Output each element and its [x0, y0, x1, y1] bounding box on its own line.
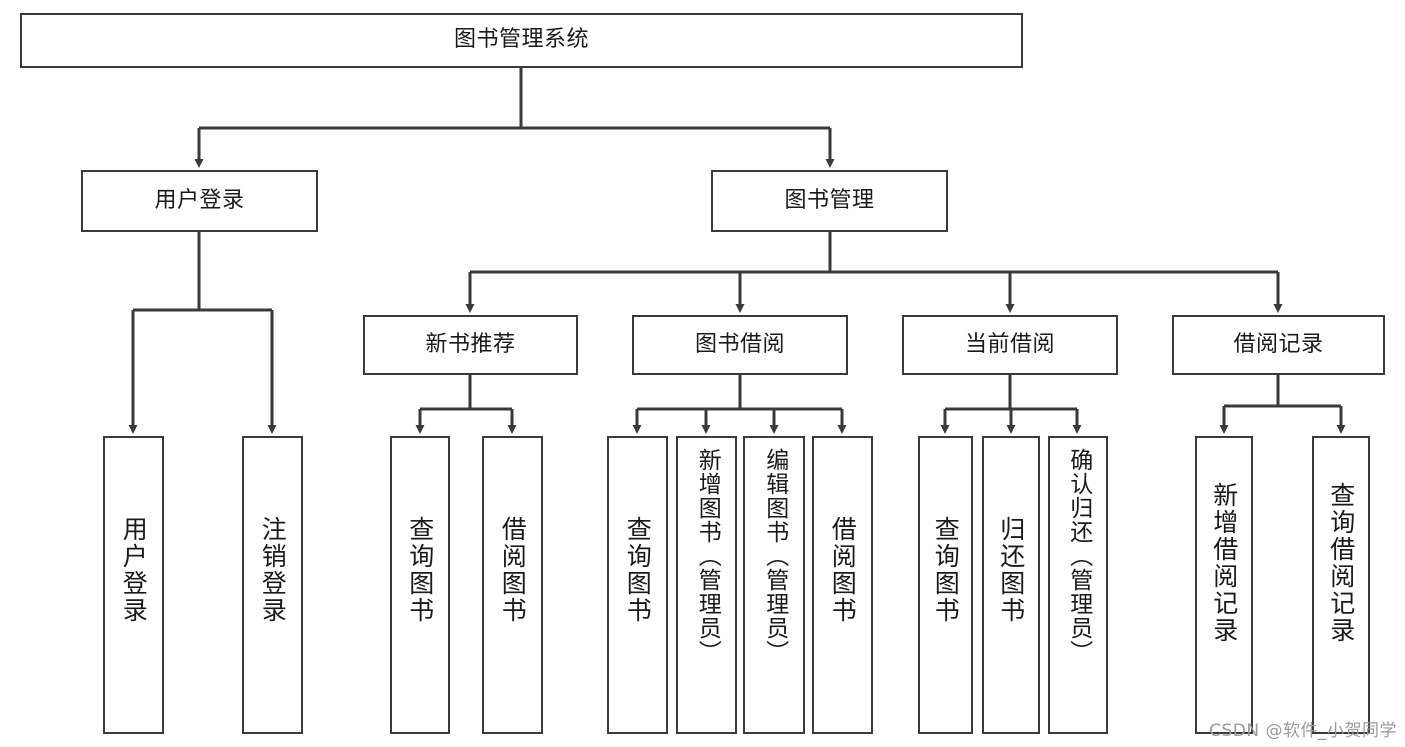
node-new-book-recommend[interactable]: 新书推荐 — [363, 315, 578, 375]
node-label: 注销登录 — [258, 516, 288, 624]
node-label: 图书借阅 — [694, 331, 785, 357]
leaf-add-borrow-record[interactable]: 新增借阅记录 — [1195, 436, 1253, 734]
node-label: 新增图书（管理员） — [694, 448, 721, 664]
node-label: 查询图书 — [405, 516, 435, 624]
node-label: 借阅图书 — [828, 516, 858, 624]
leaf-query-borrow-record[interactable]: 查询借阅记录 — [1312, 436, 1370, 734]
node-label: 用户登录 — [119, 516, 149, 624]
leaf-borrow-book[interactable]: 借阅图书 — [812, 436, 873, 734]
node-borrow-records[interactable]: 借阅记录 — [1172, 315, 1385, 375]
node-label: 新增借阅记录 — [1209, 482, 1239, 644]
leaf-logout[interactable]: 注销登录 — [242, 436, 303, 734]
node-label: 图书管理系统 — [453, 27, 589, 53]
node-label: 确认归还（管理员） — [1065, 448, 1092, 664]
node-label: 用户登录 — [154, 187, 245, 213]
node-root-system[interactable]: 图书管理系统 — [20, 13, 1023, 68]
node-current-borrow[interactable]: 当前借阅 — [902, 315, 1118, 375]
node-book-management[interactable]: 图书管理 — [711, 170, 948, 232]
node-label: 查询图书 — [623, 516, 653, 624]
node-label: 归还图书 — [996, 516, 1026, 624]
node-label: 新书推荐 — [425, 331, 516, 357]
leaf-add-book-admin[interactable]: 新增图书（管理员） — [676, 436, 737, 734]
node-label: 图书管理 — [784, 187, 875, 213]
node-label: 借阅记录 — [1233, 331, 1324, 357]
leaf-query-book-current[interactable]: 查询图书 — [918, 436, 973, 734]
leaf-user-login[interactable]: 用户登录 — [103, 436, 164, 734]
node-label: 借阅图书 — [498, 516, 528, 624]
node-book-borrow[interactable]: 图书借阅 — [632, 315, 848, 375]
leaf-borrow-book-recommend[interactable]: 借阅图书 — [482, 436, 543, 734]
leaf-edit-book-admin[interactable]: 编辑图书（管理员） — [743, 436, 805, 734]
node-label: 查询借阅记录 — [1326, 482, 1356, 644]
node-label: 当前借阅 — [964, 331, 1055, 357]
leaf-confirm-return-admin[interactable]: 确认归还（管理员） — [1048, 436, 1108, 734]
watermark-text: CSDN @软件_小贺同学 — [1209, 721, 1397, 741]
node-label: 编辑图书（管理员） — [761, 448, 788, 664]
node-label: 查询图书 — [931, 516, 961, 624]
leaf-return-book[interactable]: 归还图书 — [982, 436, 1040, 734]
node-user-login[interactable]: 用户登录 — [81, 170, 318, 232]
leaf-query-book-borrow[interactable]: 查询图书 — [607, 436, 668, 734]
leaf-query-book-recommend[interactable]: 查询图书 — [390, 436, 450, 734]
